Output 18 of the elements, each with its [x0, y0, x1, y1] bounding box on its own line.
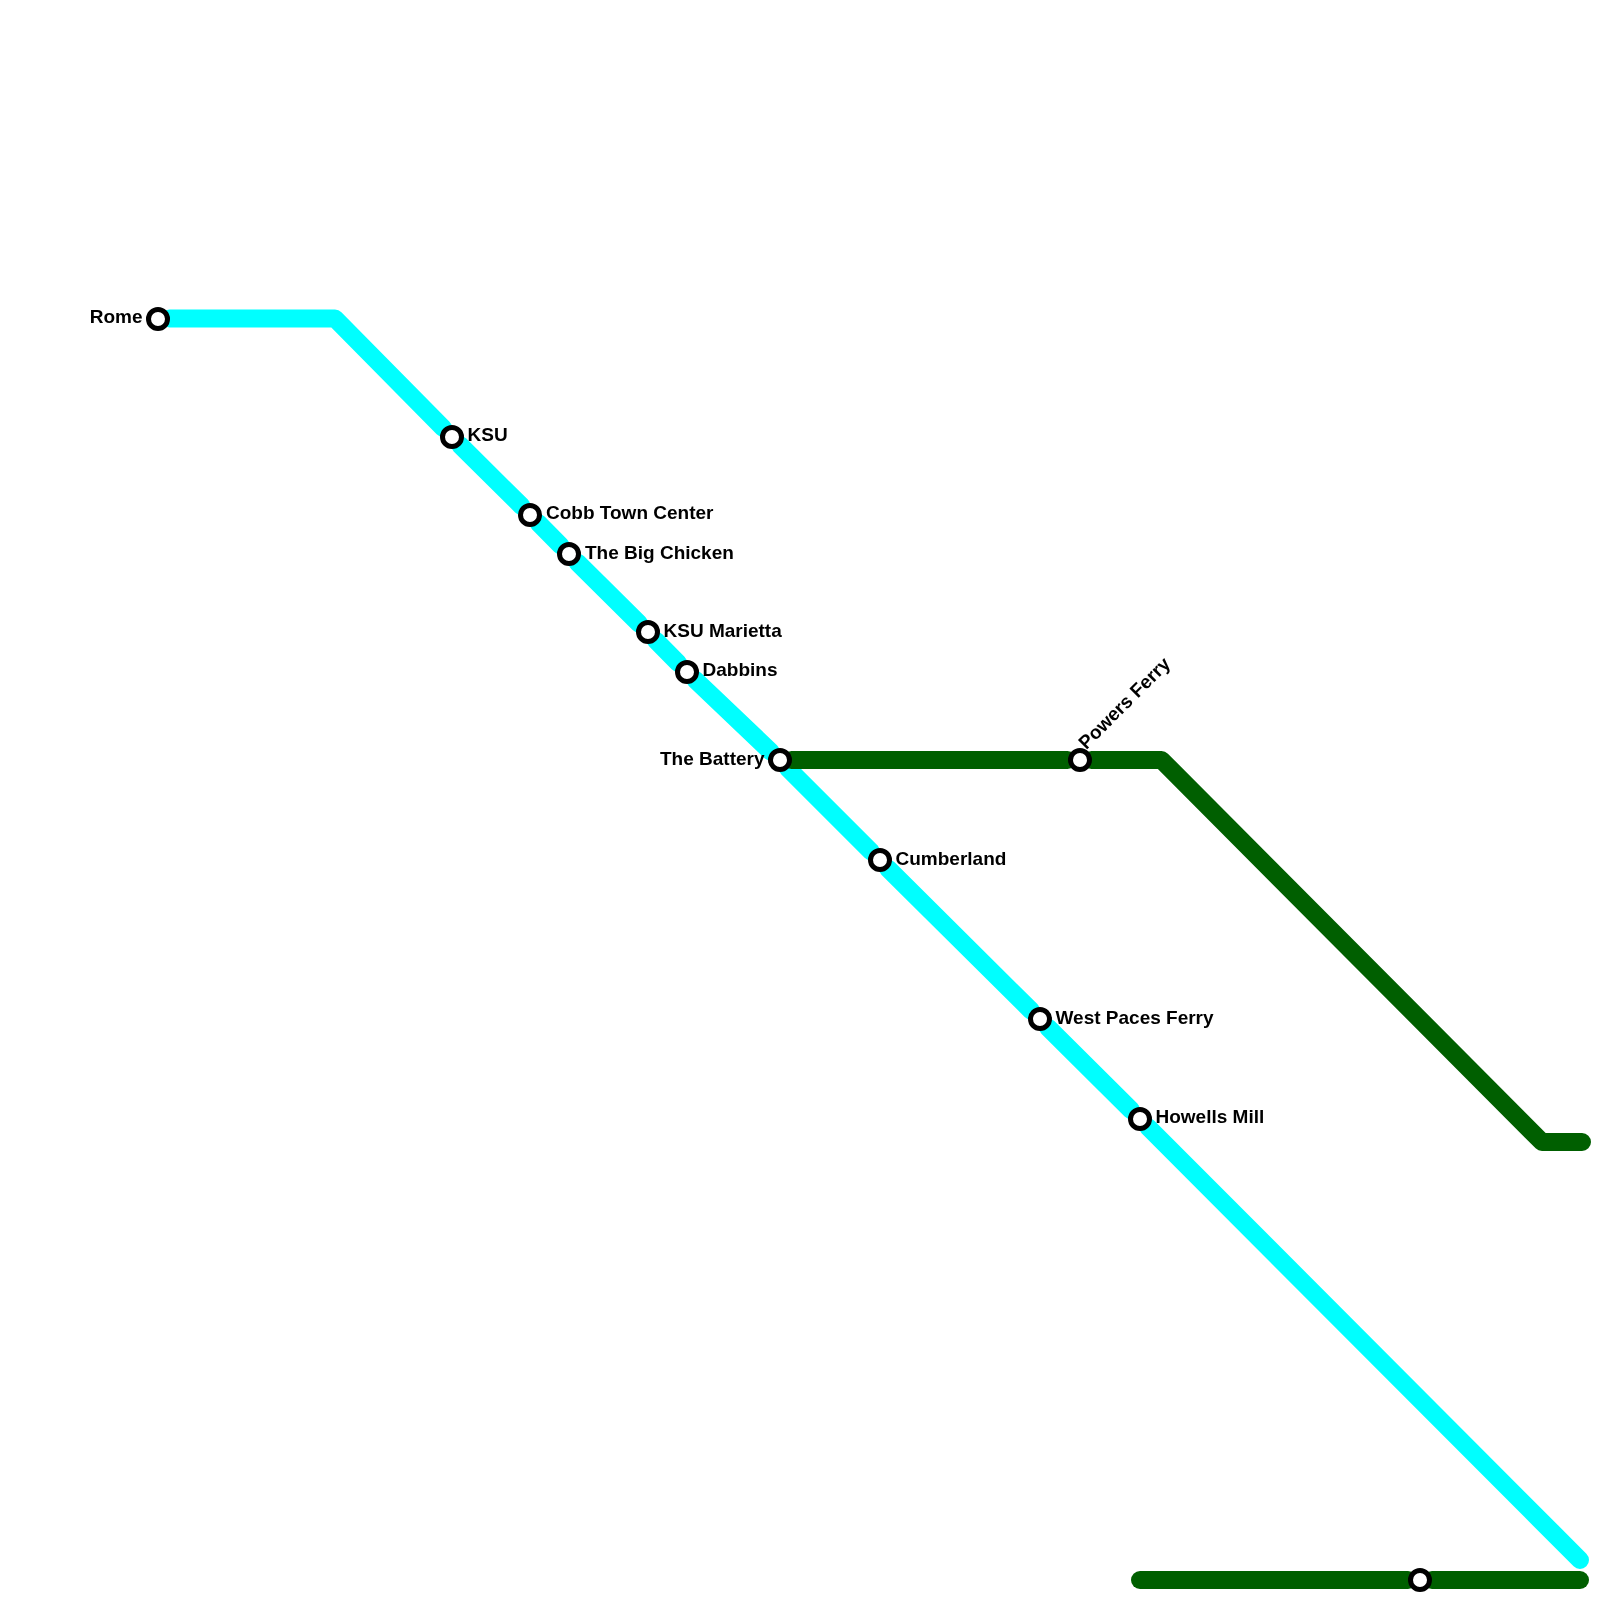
station-label: Cobb Town Center [546, 502, 714, 524]
station-label: The Big Chicken [585, 541, 734, 564]
transit-line [879, 859, 1040, 1020]
transit-line [451, 436, 531, 515]
station-label: Dabbins [702, 659, 778, 681]
transit-line [686, 670, 780, 761]
transit-line [529, 514, 570, 555]
station-label: Rome [89, 306, 143, 328]
station-label: Cumberland [895, 847, 1007, 870]
transit-line [646, 631, 688, 672]
transit-line [568, 553, 648, 633]
station-label: Howells Mill [1155, 1106, 1265, 1128]
station-label: The Battery [659, 747, 765, 770]
transit-line [1039, 1018, 1140, 1119]
station-label: West Paces Ferry [1055, 1006, 1214, 1029]
station-label: KSU [467, 424, 508, 446]
station-label: KSU Marietta [663, 619, 782, 642]
transit-line [1139, 1118, 1589, 1569]
